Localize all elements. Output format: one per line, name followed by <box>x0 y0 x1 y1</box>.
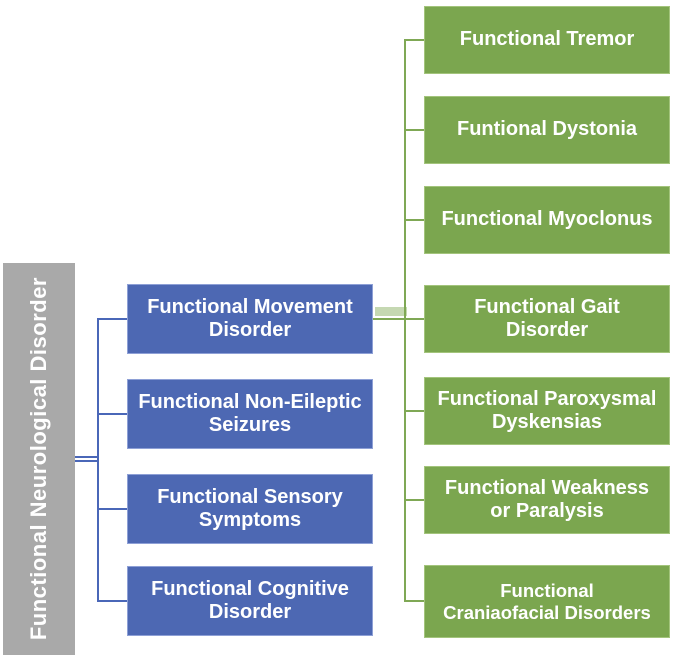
connector-green-branch-6 <box>404 499 424 501</box>
node-label: Functional Gait Disorder <box>474 295 620 341</box>
node-functional-gait-disorder: Functional Gait Disorder <box>424 285 670 353</box>
connector-blue-bracket-vertical <box>97 318 99 602</box>
node-functional-sensory-symptoms: Functional Sensory Symptoms <box>127 474 373 544</box>
node-functional-craniaofacial-disorders: Functional Craniaofacial Disorders <box>424 565 670 638</box>
node-functional-cognitive-disorder: Functional Cognitive Disorder <box>127 566 373 636</box>
connector-green-trunk-vertical <box>404 39 406 602</box>
connector-root-stem-upper <box>75 456 98 458</box>
node-functional-non-eileptic-seizures: Functional Non-Eileptic Seizures <box>127 379 373 449</box>
node-label: Functional Myoclonus <box>441 208 653 231</box>
connector-green-branch-4-junction <box>373 318 424 320</box>
node-functional-movement-disorder: Functional Movement Disorder <box>127 284 373 354</box>
connector-blue-branch-3 <box>97 508 127 510</box>
node-label: Functional Sensory Symptoms <box>157 485 343 531</box>
node-label: Functional Movement Disorder <box>147 295 353 341</box>
connector-blue-branch-2 <box>97 413 127 415</box>
node-functional-myoclonus: Functional Myoclonus <box>424 186 670 254</box>
connector-root-stem-lower <box>75 460 98 462</box>
connector-green-branch-5 <box>404 410 424 412</box>
connector-green-branch-3 <box>404 219 424 221</box>
node-functional-neurological-disorder: Functional Neurological Disorder <box>3 263 75 655</box>
node-functional-tremor: Functional Tremor <box>424 6 670 74</box>
node-functional-weakness-or-paralysis: Functional Weakness or Paralysis <box>424 466 670 534</box>
connector-green-branch-7 <box>404 600 424 602</box>
node-funtional-dystonia: Funtional Dystonia <box>424 96 670 164</box>
node-label: Functional Paroxysmal Dyskensias <box>437 387 657 433</box>
root-node-label: Functional Neurological Disorder <box>26 277 52 641</box>
connector-green-branch-1 <box>404 39 424 41</box>
connector-blue-branch-1 <box>97 318 127 320</box>
connector-green-branch-2 <box>404 129 424 131</box>
node-label: Funtional Dystonia <box>457 118 637 141</box>
node-label: Functional Non-Eileptic Seizures <box>138 390 362 436</box>
node-label: Functional Cognitive Disorder <box>151 577 349 623</box>
connector-junction-highlight-band <box>375 307 407 316</box>
node-functional-paroxysmal-dyskensias: Functional Paroxysmal Dyskensias <box>424 377 670 445</box>
node-label: Functional Weakness or Paralysis <box>444 476 650 522</box>
connector-blue-branch-4 <box>97 600 127 602</box>
node-label: Functional Craniaofacial Disorders <box>443 580 651 623</box>
node-label: Functional Tremor <box>459 28 635 51</box>
